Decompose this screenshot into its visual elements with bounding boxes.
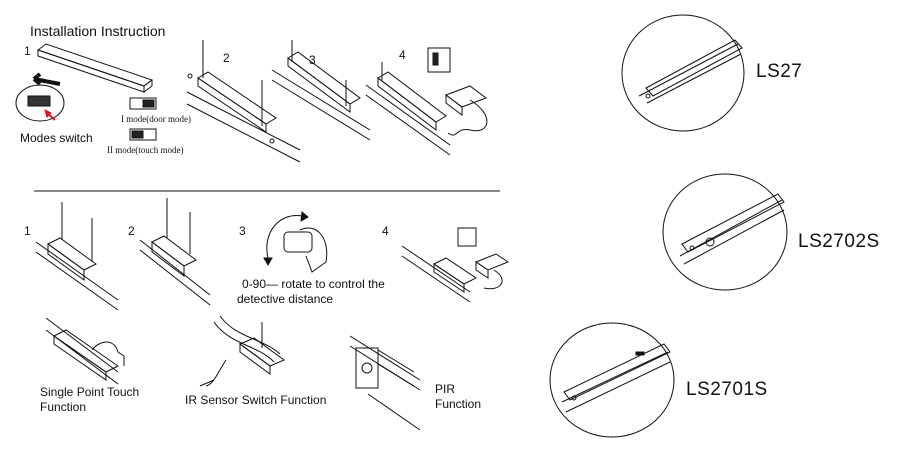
step-number-mid-2: 2 bbox=[128, 224, 135, 238]
step2-mid-drawing bbox=[139, 198, 211, 306]
step4-mid-drawing bbox=[401, 227, 510, 303]
mode-door-label: I mode(door mode) bbox=[121, 114, 191, 124]
product-ls2701s-image bbox=[549, 322, 675, 438]
step1-bar-drawing bbox=[36, 43, 154, 93]
step4-top-drawing bbox=[365, 47, 488, 156]
model-label-ls2701s: LS2701S bbox=[686, 379, 768, 400]
rotate-caption-line1: 0-90— rotate to control the bbox=[242, 277, 385, 291]
pir-function-line1: PIR bbox=[435, 382, 456, 396]
step3-top-drawing bbox=[271, 40, 371, 141]
step-number-top-1: 1 bbox=[24, 44, 31, 58]
touch-function-line1: Single Point Touch bbox=[40, 385, 140, 399]
step-number-top-4: 4 bbox=[399, 48, 406, 62]
model-label-ls27: LS27 bbox=[756, 61, 803, 82]
step-number-top-3: 3 bbox=[309, 53, 316, 67]
product-ls27-image bbox=[621, 14, 745, 132]
mode-switch-icons bbox=[129, 97, 157, 141]
modes-switch-label: Modes switch bbox=[20, 131, 93, 145]
rotate-caption-line2: detective distance bbox=[237, 292, 334, 306]
pir-function-line2: Function bbox=[435, 397, 482, 411]
model-label-ls2702s: LS2702S bbox=[798, 231, 880, 252]
instruction-title: Installation Instruction bbox=[30, 23, 166, 39]
touch-function-line2: Function bbox=[40, 400, 87, 414]
step-number-top-2: 2 bbox=[223, 51, 230, 65]
mode-switch-magnifier bbox=[15, 72, 65, 122]
step-number-mid-3: 3 bbox=[239, 224, 246, 238]
step-number-mid-4: 4 bbox=[382, 224, 389, 238]
step-number-mid-1: 1 bbox=[24, 224, 31, 238]
step2-top-drawing bbox=[186, 40, 301, 163]
ir-function-label: IR Sensor Switch Function bbox=[185, 393, 327, 407]
step1-mid-drawing bbox=[35, 202, 119, 311]
touch-function-drawing bbox=[45, 317, 125, 385]
step3-mid-drawing bbox=[263, 211, 328, 273]
mode-touch-label: II mode(touch mode) bbox=[107, 145, 184, 155]
product-ls2702s-image bbox=[662, 173, 788, 291]
pir-function-drawing bbox=[349, 335, 421, 431]
ir-function-drawing bbox=[199, 315, 286, 387]
